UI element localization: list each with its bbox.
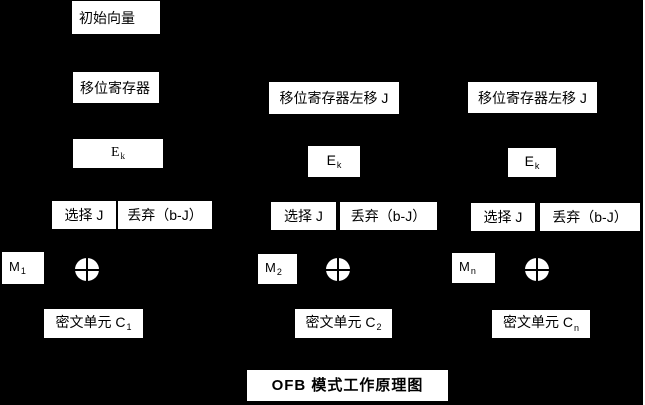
shift-register-label-2: 移位寄存器左移 J [279,90,389,106]
shift-register-box-2: 移位寄存器左移 J [269,82,399,114]
cipher-ek-label-1: Ek [110,144,126,162]
ciphertext-c1-label: 密文单元 C1 [55,313,132,333]
xor-icon [75,258,99,281]
discard-box-3: 丢弃（b-J） [540,203,640,231]
initial-vector-label: 初始向量 [79,9,135,26]
ciphertext-cn-label: 密文单元 Cn [502,314,579,333]
message-mn-box: Mn [452,253,495,283]
select-j-box-2: 选择 J [271,202,336,230]
cipher-ek-label-2: Ek [326,151,342,171]
xor-icon [525,258,549,281]
xor-vertical-bar [536,258,538,281]
message-m2-box: M2 [258,254,297,284]
message-m1-label: M1 [9,258,26,277]
message-m1-box: M1 [2,252,44,284]
shift-register-box-3: 移位寄存器左移 J [468,82,597,113]
message-mn-label: Mn [459,258,476,277]
diagram-title-box: OFB 模式工作原理图 [247,370,448,401]
shift-register-label-1: 移位寄存器 [80,79,150,96]
shift-register-label-3: 移位寄存器左移 J [478,89,587,106]
shift-register-box-1: 移位寄存器 [73,72,159,103]
page-right-edge [643,0,645,405]
xor-vertical-bar [337,258,339,281]
cipher-ek-box-3: Ek [508,148,556,177]
select-j-box-1: 选择 J [52,201,116,229]
discard-label-2: 丢弃（b-J） [350,208,427,224]
ciphertext-c2-label: 密文单元 C2 [305,313,382,333]
cipher-ek-label-3: Ek [524,152,540,172]
select-j-label-1: 选择 J [64,207,104,223]
select-j-label-3: 选择 J [483,209,523,225]
diagram-title: OFB 模式工作原理图 [271,377,424,394]
discard-label-1: 丢弃（b-J） [127,207,203,223]
ciphertext-c2-box: 密文单元 C2 [295,309,392,338]
xor-vertical-bar [86,258,88,281]
initial-vector-box: 初始向量 [72,1,160,34]
discard-label-3: 丢弃（b-J） [552,209,628,225]
cipher-ek-box-1: Ek [73,139,163,168]
xor-icon [326,258,350,281]
ciphertext-cn-box: 密文单元 Cn [492,310,590,338]
select-j-label-2: 选择 J [284,208,323,224]
message-m2-label: M2 [265,259,282,278]
cipher-ek-box-2: Ek [308,146,360,177]
discard-box-2: 丢弃（b-J） [340,202,437,230]
discard-box-1: 丢弃（b-J） [118,201,212,229]
ciphertext-c1-box: 密文单元 C1 [44,309,143,338]
select-j-box-3: 选择 J [471,203,535,231]
